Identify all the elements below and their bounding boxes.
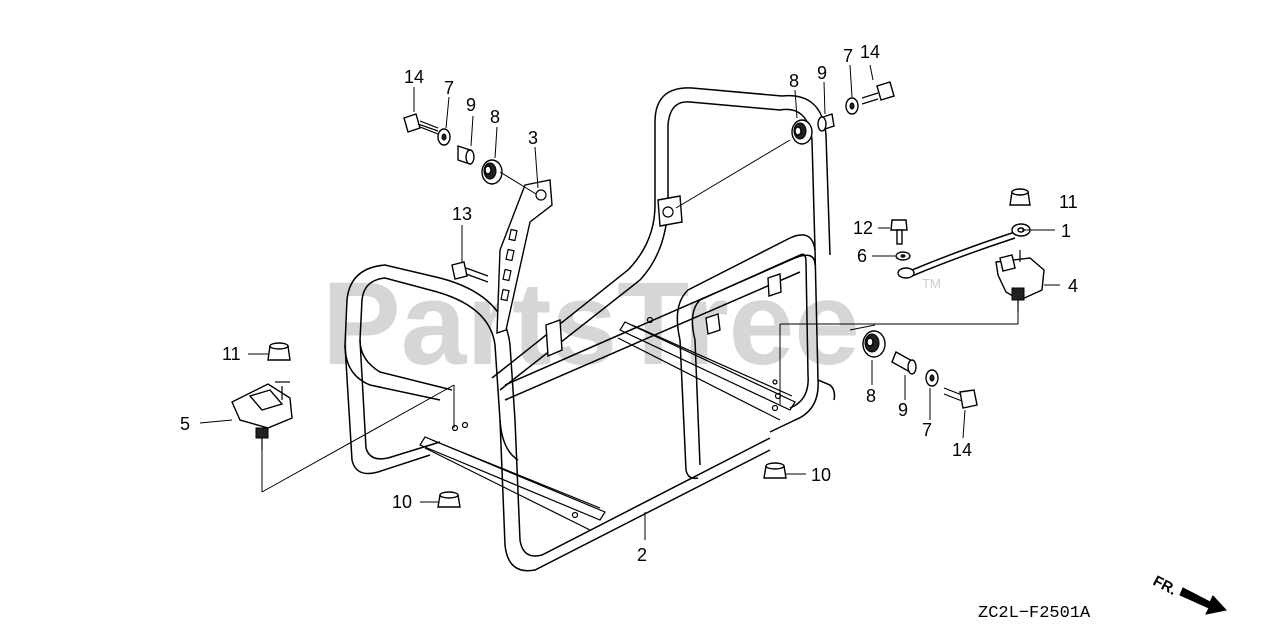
nut-part-11-left[interactable] <box>267 342 291 361</box>
callout-13: 13 <box>452 204 472 224</box>
front-label: FR. <box>1150 573 1179 599</box>
callout-3: 3 <box>528 128 538 148</box>
front-direction-indicator: FR. <box>1150 573 1227 615</box>
callout-14-bottom: 14 <box>952 440 972 460</box>
callout-labels: 14 7 9 8 3 13 8 9 7 14 11 12 1 6 4 11 5 … <box>180 42 1078 565</box>
callout-10-right: 10 <box>811 465 831 485</box>
callout-8-left: 8 <box>490 107 500 127</box>
callout-8-bottom: 8 <box>866 386 876 406</box>
washer-part-7-top[interactable] <box>845 97 859 115</box>
bolt-part-13[interactable] <box>451 261 489 283</box>
collar-part-9-left[interactable] <box>457 145 475 165</box>
washer-part-7-left[interactable] <box>437 128 451 146</box>
bolt-part-14-top[interactable] <box>861 81 895 105</box>
grommet-part-8-bottom[interactable] <box>862 330 886 358</box>
callout-9-left: 9 <box>466 95 476 115</box>
bolt-part-14-bottom[interactable] <box>943 387 978 409</box>
frame-tab-rear <box>767 273 782 297</box>
washer-part-6[interactable] <box>895 251 911 261</box>
nut-part-10-right[interactable] <box>763 462 787 479</box>
collar-part-9-bottom[interactable] <box>891 351 917 375</box>
callout-4: 4 <box>1068 276 1078 296</box>
callout-7-bottom: 7 <box>922 420 932 440</box>
callout-7-left: 7 <box>444 78 454 98</box>
callout-9-bottom: 9 <box>898 400 908 420</box>
base-rail-left <box>419 421 606 531</box>
bracket-part-3[interactable] <box>496 179 553 334</box>
nut-part-11-right[interactable] <box>1009 188 1031 206</box>
ground-wire-part-1[interactable] <box>897 223 1031 279</box>
drawing-code: ZC2L−F2501A <box>978 604 1091 623</box>
frame-tab-right <box>705 313 721 335</box>
callout-8-top: 8 <box>789 71 799 91</box>
callout-6: 6 <box>857 246 867 266</box>
bolt-part-12[interactable] <box>890 219 908 245</box>
callout-11-left: 11 <box>222 344 241 364</box>
nut-part-10-left[interactable] <box>437 491 461 508</box>
frame-tab-center <box>545 319 563 358</box>
callout-1: 1 <box>1061 221 1071 241</box>
callout-12: 12 <box>853 218 873 238</box>
engine-mount-part-4[interactable] <box>995 250 1045 312</box>
leader-lines <box>199 64 1060 540</box>
arrow-right-icon <box>1179 587 1227 615</box>
callout-9-top: 9 <box>817 63 827 83</box>
engine-mount-part-5[interactable] <box>231 381 293 450</box>
callout-10-left: 10 <box>392 492 412 512</box>
washer-part-7-bottom[interactable] <box>925 369 939 387</box>
bolt-part-14-left[interactable] <box>403 113 439 135</box>
callout-14-top: 14 <box>860 42 880 62</box>
collar-part-9-top[interactable] <box>817 113 835 132</box>
callout-2: 2 <box>637 545 647 565</box>
callout-7-top: 7 <box>843 46 853 66</box>
grommet-part-8-left[interactable] <box>481 159 503 185</box>
base-rail-right <box>617 316 796 421</box>
callout-11-right: 11 <box>1059 192 1078 212</box>
callout-5: 5 <box>180 414 190 434</box>
grommet-part-8-top[interactable] <box>791 119 813 145</box>
watermark-trademark: TM <box>922 276 941 291</box>
callout-14-left: 14 <box>404 67 424 87</box>
